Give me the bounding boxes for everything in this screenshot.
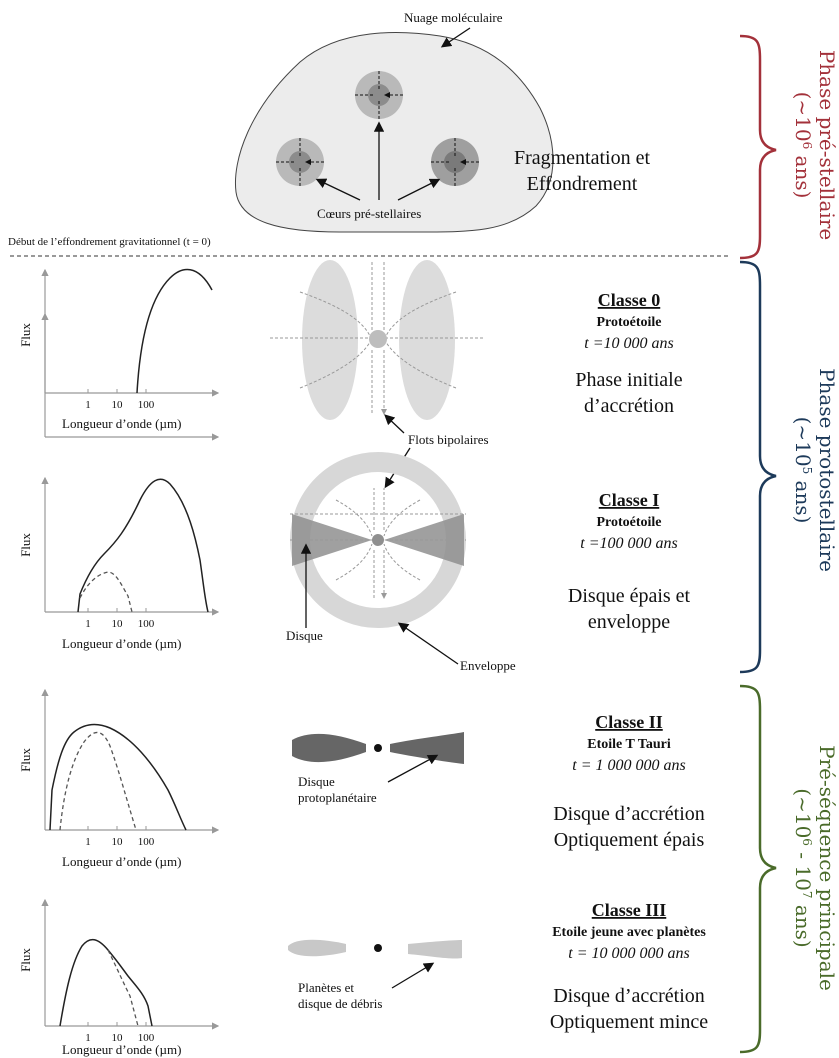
svg-text:Pré-séquence principale: Pré-séquence principale bbox=[815, 745, 839, 991]
y-axis-label: Flux bbox=[18, 533, 33, 557]
enveloppe-label: Enveloppe bbox=[460, 658, 516, 673]
cloud-label: Nuage moléculaire bbox=[404, 10, 503, 25]
planetes-label-1: Planètes et bbox=[298, 980, 354, 995]
class-0-text: Classe 0 Protoétoile t =10 000 ans Phase… bbox=[575, 290, 682, 417]
prestellar-core bbox=[355, 71, 403, 119]
class-desc: d’accrétion bbox=[584, 395, 674, 417]
tick-label: 1 bbox=[85, 836, 91, 848]
class-subtitle: Etoile jeune avec planètes bbox=[552, 925, 706, 940]
divider-label: Début de l’effondrement gravitationnel (… bbox=[8, 236, 211, 248]
phase-label-protostellar: Phase protostellaire (~105 ans) bbox=[791, 368, 839, 572]
tick-label: 1 bbox=[85, 399, 91, 411]
disque-proto-label-2: protoplanétaire bbox=[298, 790, 377, 805]
tick-label: 1 bbox=[85, 618, 91, 630]
class-desc: Disque d’accrétion bbox=[553, 985, 705, 1007]
class-time: t =10 000 ans bbox=[584, 335, 673, 352]
flots-label: Flots bipolaires bbox=[408, 432, 489, 447]
svg-text:Phase pré-stellaire: Phase pré-stellaire bbox=[815, 50, 839, 240]
x-axis-label: Longueur d’onde (µm) bbox=[62, 1042, 181, 1057]
tick-label: 1 bbox=[85, 1032, 91, 1044]
tick-label: 10 bbox=[112, 836, 124, 848]
class-3-text: Classe III Etoile jeune avec planètes t … bbox=[550, 900, 708, 1033]
planetes-label-2: disque de débris bbox=[298, 996, 382, 1011]
class-subtitle: Etoile T Tauri bbox=[587, 737, 671, 752]
sed-plot-class-0: 1 10 100 Longueur d’onde (µm) Flux bbox=[18, 268, 220, 431]
tick-label: 100 bbox=[138, 399, 155, 411]
sed-plot-class-3: 1 10 100 Longueur d’onde (µm) Flux bbox=[18, 898, 220, 1057]
brace-prestellar bbox=[739, 34, 777, 260]
class-2-text: Classe II Etoile T Tauri t = 1 000 000 a… bbox=[553, 712, 705, 851]
svg-text:(~106 - 107 ans): (~106 - 107 ans) bbox=[791, 788, 815, 947]
class-desc: Disque épais et bbox=[568, 585, 691, 607]
phase-label-prestellar: Phase pré-stellaire (~106 ans) bbox=[791, 50, 839, 240]
x-axis-label: Longueur d’onde (µm) bbox=[62, 416, 181, 431]
svg-text:(~106 ans): (~106 ans) bbox=[791, 92, 815, 199]
tick-label: 100 bbox=[138, 1032, 155, 1044]
tick-label: 10 bbox=[112, 1032, 124, 1044]
class-desc: enveloppe bbox=[588, 611, 670, 633]
class-title: Classe II bbox=[595, 712, 663, 732]
class-subtitle: Protoétoile bbox=[596, 315, 661, 330]
brace-protostellar bbox=[739, 260, 777, 674]
class-desc: Optiquement épais bbox=[554, 829, 705, 851]
tick-label: 10 bbox=[112, 618, 124, 630]
class-title: Classe 0 bbox=[598, 290, 661, 310]
tick-label: 100 bbox=[138, 836, 155, 848]
class-desc: Disque d’accrétion bbox=[553, 803, 705, 825]
class-2-protoplanetary-disk-illustration bbox=[292, 732, 464, 764]
class-3-debris-disk-illustration bbox=[288, 939, 462, 959]
phase-label-pre-main-sequence: Pré-séquence principale (~106 - 107 ans) bbox=[791, 745, 839, 991]
brace-pre-main-sequence bbox=[739, 684, 777, 1054]
class-time: t = 1 000 000 ans bbox=[572, 757, 685, 774]
x-axis-label: Longueur d’onde (µm) bbox=[62, 854, 181, 869]
prestellar-core bbox=[431, 138, 479, 186]
tick-label: 10 bbox=[112, 399, 124, 411]
sed-plot-class-1: 1 10 100 Longueur d’onde (µm) Flux bbox=[18, 312, 220, 651]
class-title: Classe I bbox=[599, 490, 660, 510]
sed-plot-class-2: 1 10 100 Longueur d’onde (µm) Flux bbox=[18, 688, 220, 869]
svg-text:(~105 ans): (~105 ans) bbox=[791, 417, 815, 524]
fragmentation-line-1: Fragmentation et bbox=[514, 147, 651, 169]
fragmentation-line-2: Effondrement bbox=[527, 173, 638, 195]
class-0-protostar-illustration bbox=[270, 260, 484, 420]
class-desc: Optiquement mince bbox=[550, 1011, 708, 1033]
class-desc: Phase initiale bbox=[575, 369, 682, 391]
y-axis-label: Flux bbox=[18, 748, 33, 772]
class-time: t = 10 000 000 ans bbox=[568, 945, 689, 962]
tick-label: 100 bbox=[138, 618, 155, 630]
class-time: t =100 000 ans bbox=[580, 535, 677, 552]
x-axis-label: Longueur d’onde (µm) bbox=[62, 636, 181, 651]
cores-label: Cœurs pré-stellaires bbox=[317, 206, 421, 221]
disque-label: Disque bbox=[286, 628, 323, 643]
prestellar-core bbox=[276, 138, 324, 186]
svg-text:Phase protostellaire: Phase protostellaire bbox=[815, 368, 839, 572]
molecular-cloud bbox=[234, 32, 554, 233]
class-title: Classe III bbox=[592, 900, 667, 920]
class-1-text: Classe I Protoétoile t =100 000 ans Disq… bbox=[568, 490, 691, 633]
class-subtitle: Protoétoile bbox=[596, 515, 661, 530]
y-axis-label: Flux bbox=[18, 323, 33, 347]
disque-proto-label-1: Disque bbox=[298, 774, 335, 789]
y-axis-label: Flux bbox=[18, 948, 33, 972]
class-1-protostar-illustration bbox=[290, 452, 466, 628]
